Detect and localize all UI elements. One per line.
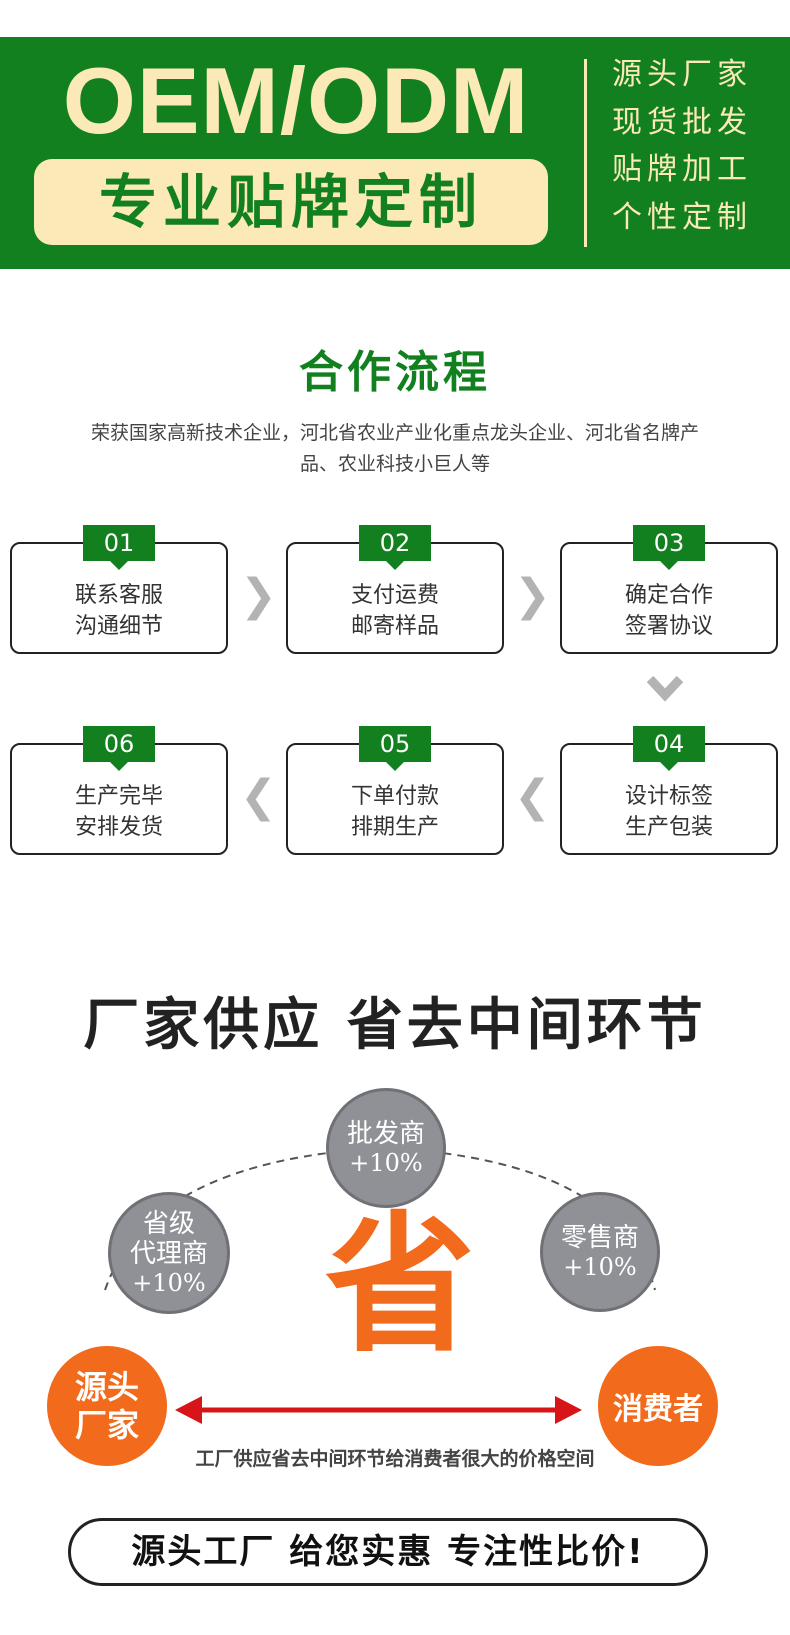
node-source-factory: 源头 厂家	[47, 1346, 167, 1466]
banner-feature-list: 源头厂家 现货批发 贴牌加工 个性定制	[612, 51, 782, 241]
step-number: 04	[633, 726, 705, 771]
process-step-06: 06 生产完毕 安排发货	[10, 726, 228, 855]
chevron-left-icon: ❮	[514, 771, 551, 822]
node-wholesaler: 批发商 +10%	[326, 1088, 446, 1208]
banner-subtitle: 专业贴牌定制	[34, 159, 548, 245]
arrow-right-head	[555, 1396, 582, 1424]
chevron-down-icon	[647, 675, 683, 702]
node-provincial-agent: 省级 代理商 +10%	[108, 1192, 230, 1314]
banner-feature: 源头厂家	[612, 57, 752, 92]
process-description: 荣获国家高新技术企业，河北省农业产业化重点龙头企业、河北省名牌产品、农业科技小巨…	[90, 422, 699, 475]
banner: OEM/ODM 专业贴牌定制 源头厂家 现货批发 贴牌加工 个性定制	[0, 37, 790, 269]
step-line: 联系客服	[74, 583, 163, 608]
step-line: 设计标签	[624, 784, 713, 809]
step-text: 下单付款 排期生产	[288, 781, 502, 843]
step-text: 生产完毕 安排发货	[12, 781, 226, 843]
node-label: 源头	[74, 1368, 139, 1406]
chevron-right-icon: ❯	[514, 570, 551, 621]
step-text: 联系客服 沟通细节	[12, 580, 226, 642]
node-percent: +10%	[349, 1149, 423, 1177]
chevron-right-icon: ❯	[240, 570, 277, 621]
step-number: 06	[83, 726, 155, 771]
step-line: 确定合作	[624, 583, 713, 608]
banner-title: OEM/ODM	[62, 48, 530, 153]
process-step-03: 03 确定合作 签署协议	[560, 525, 778, 654]
step-text: 支付运费 邮寄样品	[288, 580, 502, 642]
arrow-left-head	[175, 1396, 202, 1424]
chain-caption: 工厂供应省去中间环节给消费者很大的价格空间	[195, 1448, 595, 1470]
node-label: 消费者	[613, 1392, 703, 1427]
step-line: 生产完毕	[74, 784, 163, 809]
node-label: 零售商	[560, 1223, 639, 1253]
save-character: 省	[324, 1197, 475, 1373]
banner-divider	[584, 59, 587, 247]
step-line: 签署协议	[624, 614, 713, 639]
node-percent: +10%	[132, 1269, 206, 1297]
process-step-02: 02 支付运费 邮寄样品	[286, 525, 504, 654]
process-step-04: 04 设计标签 生产包装	[560, 726, 778, 855]
process-step-05: 05 下单付款 排期生产	[286, 726, 504, 855]
node-label: 省级	[142, 1209, 195, 1239]
node-retailer: 零售商 +10%	[540, 1192, 660, 1312]
step-line: 生产包装	[624, 815, 713, 840]
chain-headline: 厂家供应 省去中间环节	[83, 993, 707, 1058]
step-text: 确定合作 签署协议	[562, 580, 776, 642]
step-number: 01	[83, 525, 155, 570]
step-number: 03	[633, 525, 705, 570]
step-line: 邮寄样品	[350, 614, 439, 639]
step-line: 安排发货	[74, 815, 163, 840]
step-line: 下单付款	[350, 784, 439, 809]
step-line: 支付运费	[350, 583, 439, 608]
step-text: 设计标签 生产包装	[562, 781, 776, 843]
step-number: 02	[359, 525, 431, 570]
step-line: 排期生产	[350, 815, 439, 840]
node-label: 代理商	[129, 1239, 208, 1269]
process-step-01: 01 联系客服 沟通细节	[10, 525, 228, 654]
slogan-banner: 源头工厂 给您实惠 专注性比价!	[68, 1518, 708, 1586]
step-line: 沟通细节	[74, 614, 163, 639]
process-title: 合作流程	[299, 347, 491, 398]
step-number: 05	[359, 726, 431, 771]
node-label: 批发商	[346, 1119, 425, 1149]
banner-feature: 现货批发	[612, 104, 752, 140]
node-consumer: 消费者	[598, 1346, 718, 1466]
banner-feature: 贴牌加工	[612, 152, 752, 187]
chevron-left-icon: ❮	[240, 771, 277, 822]
node-label: 厂家	[74, 1406, 139, 1444]
banner-feature: 个性定制	[612, 199, 752, 235]
node-percent: +10%	[563, 1253, 637, 1281]
